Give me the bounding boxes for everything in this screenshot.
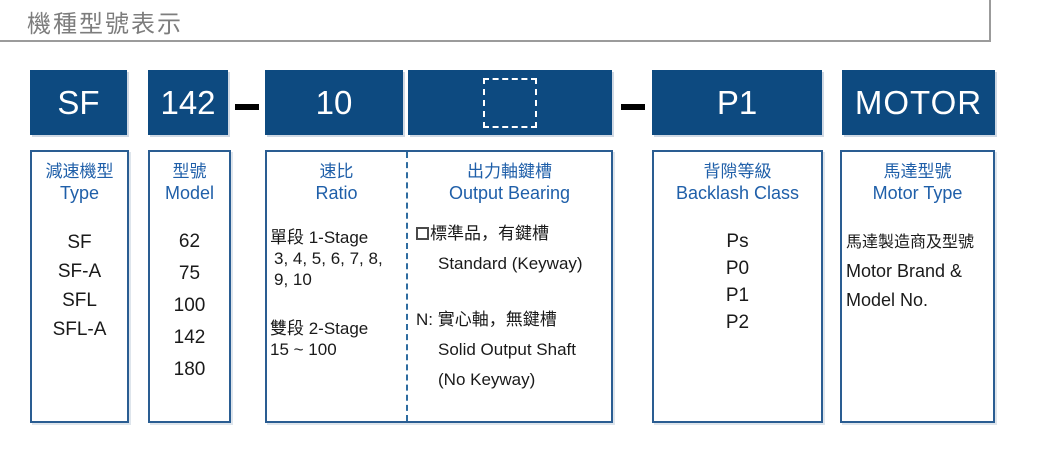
list-item: SFL-A [52, 319, 107, 340]
output-bearing-body: 標準品，有鍵槽 Standard (Keyway) N: 實心軸，無鍵槽 Sol… [408, 224, 611, 390]
section-title-rule [0, 0, 991, 42]
legend-box-motor: 馬達型號 Motor Type 馬達製造商及型號 Motor Brand & M… [840, 150, 995, 423]
legend-box-motor-header: 馬達型號 Motor Type [842, 152, 993, 204]
list-item: SF-A [57, 261, 102, 282]
motor-line: 馬達製造商及型號 [846, 234, 975, 251]
backlash-item-list: Ps P0 P1 P2 [654, 228, 821, 336]
ratio-title-en: Ratio [315, 183, 358, 203]
code-segment-backlash: P1 [652, 70, 822, 135]
legend-box-backlash-header: 背隙等級 Backlash Class [654, 152, 821, 204]
stage1-label: 單段 1-Stage [270, 228, 369, 247]
list-item: SFL [62, 290, 97, 311]
code-segment-ratio: 10 [265, 70, 403, 135]
motor-title-zh: 馬達型號 [883, 162, 952, 181]
model-title-en: Model [164, 183, 215, 203]
type-item-list: SF SF-A SFL SFL-A [32, 228, 127, 344]
code-segment-model: 142 [148, 70, 228, 135]
backlash-title-zh: 背隙等級 [703, 162, 772, 181]
output-bearing-pane: 出力軸鍵槽 Output Bearing 標準品，有鍵槽 Standard (K… [408, 152, 611, 421]
output-bearing-header: 出力軸鍵槽 Output Bearing [408, 152, 611, 204]
ratio-title-zh: 速比 [319, 162, 354, 181]
list-item: 62 [178, 231, 201, 252]
list-item: P2 [725, 312, 750, 333]
standard-option: 標準品，有鍵槽 [416, 224, 611, 244]
code-segment-motor-label: MOTOR [854, 83, 983, 121]
legend-box-type: 減速機型 Type SF SF-A SFL SFL-A [30, 150, 129, 423]
code-segment-output-bearing [408, 70, 612, 135]
output-bearing-title-zh: 出力軸鍵槽 [467, 162, 552, 181]
legend-box-ratio-and-output-bearing: 速比 Ratio 單段 1-Stage 3, 4, 5, 6, 7, 8, 9,… [265, 150, 613, 423]
solid-shaft-option-en: Solid Output Shaft [438, 340, 576, 359]
code-separator-dash [235, 104, 259, 110]
spacer [270, 290, 406, 318]
stage2-values: 15 ~ 100 [270, 340, 337, 359]
legend-box-backlash: 背隙等級 Backlash Class Ps P0 P1 P2 [652, 150, 823, 423]
motor-body: 馬達製造商及型號 Motor Brand & Model No. [842, 228, 993, 315]
code-segment-backlash-label: P1 [716, 83, 758, 121]
list-item: P0 [725, 258, 750, 279]
motor-line: Motor Brand & [846, 261, 963, 281]
type-title-en: Type [59, 183, 100, 203]
list-item: 142 [173, 327, 206, 348]
ratio-pane: 速比 Ratio 單段 1-Stage 3, 4, 5, 6, 7, 8, 9,… [267, 152, 408, 421]
list-item: SF [67, 232, 92, 253]
model-item-list: 62 75 100 142 180 [150, 226, 229, 386]
solid-shaft-option-zh: N: 實心軸，無鍵槽 [416, 310, 557, 329]
stage1-values: 9, 10 [274, 270, 312, 289]
ratio-header: 速比 Ratio [267, 152, 406, 204]
legend-box-model-header: 型號 Model [150, 152, 229, 204]
code-separator-dash [621, 104, 645, 110]
code-segment-model-label: 142 [160, 83, 216, 121]
stage1-values: 3, 4, 5, 6, 7, 8, [274, 249, 383, 268]
stage2-label: 雙段 2-Stage [270, 319, 369, 338]
empty-field-placeholder-box [483, 77, 537, 128]
legend-box-type-header: 減速機型 Type [32, 152, 127, 204]
code-segment-type: SF [30, 70, 127, 135]
type-title-zh: 減速機型 [45, 162, 114, 181]
standard-option-en: Standard (Keyway) [438, 254, 583, 273]
motor-title-en: Motor Type [872, 183, 963, 203]
motor-line: Model No. [846, 290, 929, 310]
backlash-title-en: Backlash Class [675, 183, 800, 203]
list-item: P1 [725, 285, 750, 306]
code-segment-ratio-label: 10 [315, 83, 353, 121]
ratio-body: 單段 1-Stage 3, 4, 5, 6, 7, 8, 9, 10 雙段 2-… [267, 227, 406, 360]
legend-box-model: 型號 Model 62 75 100 142 180 [148, 150, 231, 423]
code-segment-type-label: SF [57, 83, 100, 121]
list-item: 100 [173, 295, 206, 316]
code-segment-motor: MOTOR [842, 70, 995, 135]
output-bearing-title-en: Output Bearing [448, 183, 571, 203]
page-title: 機種型號表示 [27, 11, 183, 38]
standard-option-zh: 標準品，有鍵槽 [430, 224, 549, 243]
model-title-zh: 型號 [172, 162, 207, 181]
list-item: 75 [178, 263, 201, 284]
checkbox-square-icon [416, 227, 429, 240]
list-item: 180 [173, 359, 206, 380]
list-item: Ps [726, 231, 749, 252]
solid-shaft-option-en: (No Keyway) [438, 370, 536, 389]
spacer [416, 284, 611, 310]
